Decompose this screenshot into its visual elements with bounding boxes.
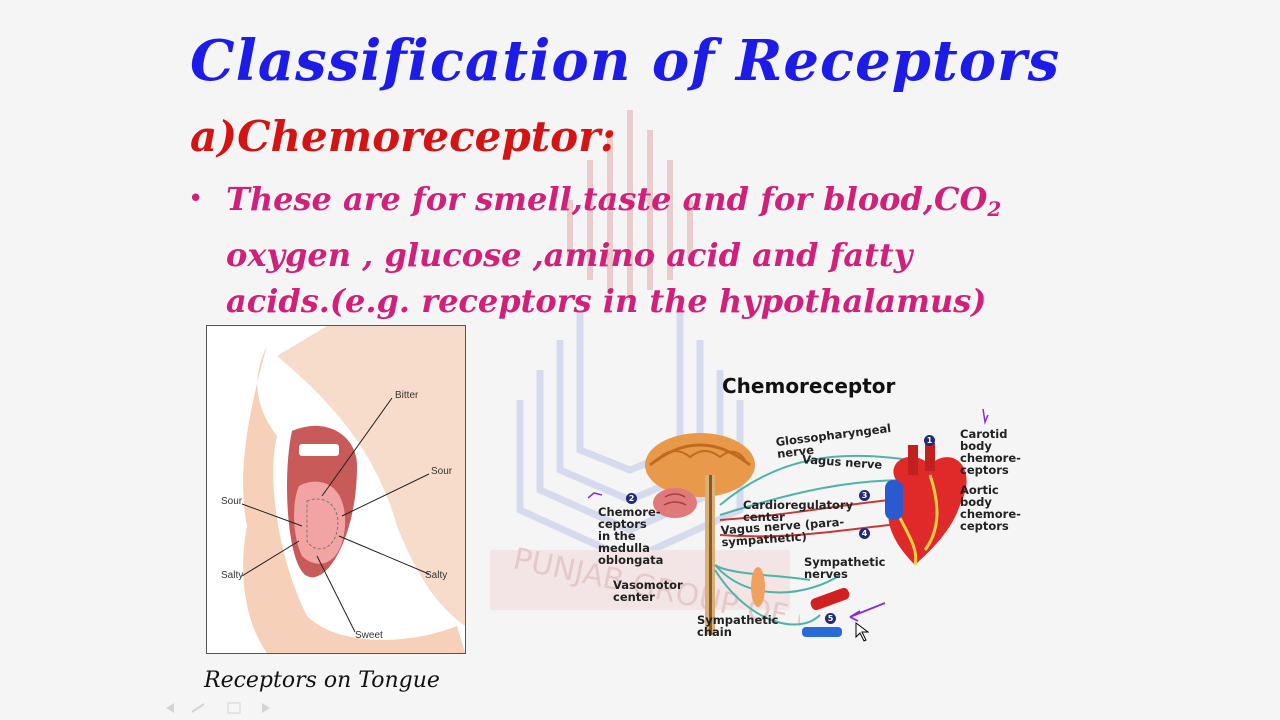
tongue-label-bitter: Bitter bbox=[395, 390, 419, 401]
marker-4: 4 bbox=[859, 528, 870, 539]
previous-slide-icon bbox=[166, 703, 174, 713]
label-sympathetic-chain: Sympathetic chain bbox=[697, 613, 779, 639]
slide-title: Classification of Receptors bbox=[190, 28, 1061, 94]
label-sympathetic-nerves: Sympathetic nerves bbox=[804, 555, 886, 581]
bullet-line-1-text: These are for smell,taste and for blood,… bbox=[226, 180, 988, 218]
marker-5: 5 bbox=[825, 613, 836, 624]
chemoreceptor-illustration bbox=[587, 408, 989, 642]
marker-3: 3 bbox=[859, 490, 870, 501]
next-slide-icon bbox=[262, 703, 270, 713]
tongue-illustration bbox=[241, 326, 465, 653]
bullet-line-3: acids.(e.g. receptors in the hypothalamu… bbox=[226, 282, 987, 320]
label-aortic-body: Aortic body chemore- ceptors bbox=[960, 483, 1021, 533]
label-cardioregulatory-center: Cardioregulatory center bbox=[743, 498, 854, 524]
slideshow-controls[interactable] bbox=[162, 700, 282, 716]
bullet-line-1: These are for smell,taste and for blood,… bbox=[226, 176, 1086, 232]
chemoreceptor-diagram: Chemoreceptor 1 2 3 4 5 Glossopharyngeal… bbox=[580, 365, 1050, 655]
tongue-label-sweet: Sweet bbox=[355, 630, 383, 641]
label-carotid-body: Carotid body chemore- ceptors bbox=[960, 427, 1021, 477]
pen-icon bbox=[191, 703, 205, 713]
bullet-line-2: oxygen , glucose ,amino acid and fatty bbox=[226, 236, 913, 274]
label-medulla-chemoreceptors: Chemore- ceptors in the medulla oblongat… bbox=[598, 505, 664, 567]
tongue-label-sour-left: Sour bbox=[221, 496, 243, 507]
marker-1: 1 bbox=[924, 435, 935, 446]
bullet-dot-icon: • bbox=[188, 184, 204, 214]
menu-icon bbox=[227, 702, 241, 714]
co2-subscript: 2 bbox=[987, 197, 1002, 221]
tongue-label-salty-right: Salty bbox=[425, 570, 448, 581]
college-logo-watermark: PUNJAB GROUP OF COLLEGES bbox=[490, 110, 800, 650]
bullet-text: These are for smell,taste and for blood,… bbox=[226, 176, 1086, 324]
label-vasomotor-center: Vasomotor center bbox=[613, 578, 683, 604]
tongue-label-salty-left: Salty bbox=[221, 570, 244, 581]
tongue-figure: Bitter Sour Sour Salty Salty Sweet bbox=[206, 325, 466, 654]
slide-subtitle: a)Chemoreceptor: bbox=[190, 112, 616, 161]
tongue-label-sour-right: Sour bbox=[431, 466, 453, 477]
chemoreceptor-diagram-title: Chemoreceptor bbox=[722, 374, 896, 398]
tongue-caption: Receptors on Tongue bbox=[204, 668, 440, 693]
marker-2: 2 bbox=[626, 493, 637, 504]
